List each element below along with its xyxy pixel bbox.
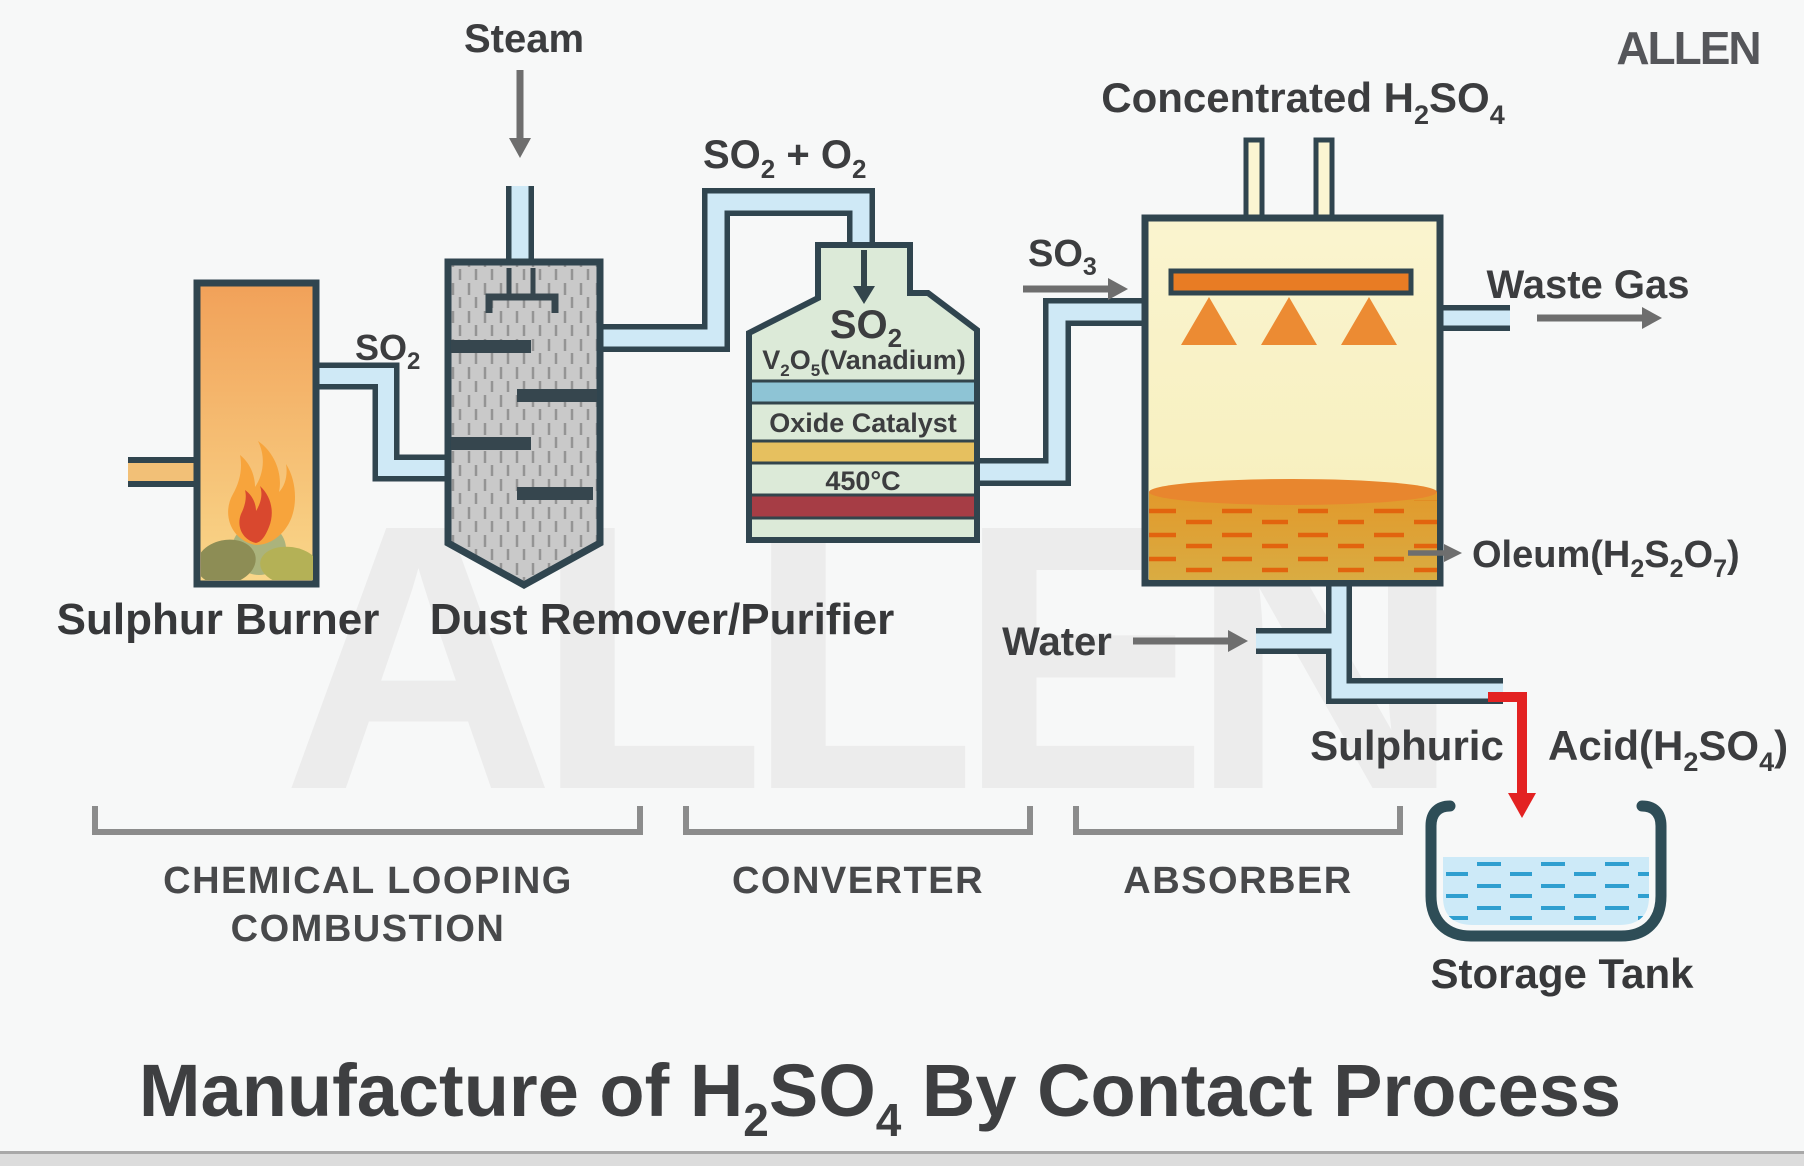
sulphur-burner-label: Sulphur Burner: [57, 595, 380, 644]
converter-so2-label: SO2: [830, 303, 902, 353]
rock: [260, 546, 313, 580]
acid-red-arrow: [1488, 692, 1527, 793]
converter-body-outline: [746, 242, 980, 543]
concentrated-h2so4-label: Concentrated H2SO4: [1101, 74, 1504, 130]
purifier-dust-pattern: [448, 262, 600, 585]
spray-cone: [1261, 297, 1317, 345]
so3-pipe: [972, 303, 1152, 481]
spray-cone: [1341, 297, 1397, 345]
spray-cone: [1181, 297, 1237, 345]
pipes-fill: [128, 186, 1510, 699]
catalyst-blue-band: [749, 379, 977, 405]
waste-gas-label: Waste Gas: [1486, 263, 1689, 307]
oleum-label: Oleum(H2S2O7): [1472, 534, 1740, 583]
steam-label: Steam: [464, 17, 584, 61]
footer-divider-line: [0, 1151, 1804, 1154]
rock: [201, 539, 256, 580]
waste-gas-arrowhead: [1642, 307, 1662, 329]
footer-bar: [0, 1154, 1804, 1166]
sulphuric-label: Sulphuric: [1310, 722, 1504, 769]
acid-label: Acid(H2SO4): [1548, 722, 1788, 777]
acid-outlet-pipe: [1331, 580, 1503, 699]
temperature-label: 450°C: [825, 466, 900, 496]
steam-spreader: [485, 268, 559, 313]
baffle: [451, 340, 531, 353]
flame-inner: [239, 486, 272, 543]
oleum-arrowhead: [1444, 544, 1462, 562]
purifier-baffles: [451, 340, 597, 500]
catalyst-red-band: [749, 493, 977, 520]
converter-inlet-arrowhead: [853, 286, 875, 304]
acid-red-arrowhead: [1508, 793, 1536, 818]
water-label: Water: [1002, 620, 1112, 664]
so3-label: SO3: [1028, 233, 1097, 281]
absorber-vessel: [1141, 137, 1444, 587]
stage-converter: CONVERTER: [732, 860, 984, 902]
stage-brackets: [92, 806, 1403, 835]
water-arrowhead: [1228, 630, 1248, 652]
page-title: Manufacture of H2SO4 By Contact Process: [139, 1049, 1621, 1146]
dust-remover-label: Dust Remover/Purifier: [430, 595, 895, 644]
converter-bracket: [683, 806, 1033, 835]
converter-catalyst-label: V2O5(Vanadium): [762, 345, 966, 380]
purifier-vessel-outline: [444, 258, 604, 589]
dust-remover: [444, 258, 604, 589]
absorber-bracket: [1073, 806, 1403, 835]
baffle: [451, 437, 531, 450]
storage-tank-label: Storage Tank: [1431, 950, 1695, 997]
so2-label: SO2: [355, 327, 420, 375]
combustion-bracket: [92, 806, 643, 835]
oxide-catalyst-label: Oxide Catalyst: [769, 408, 957, 438]
stage-combustion-line2: COMBUSTION: [231, 908, 506, 950]
baffle: [517, 487, 593, 500]
sulphur-burner: [193, 279, 320, 588]
oleum-liquid-dashes: [1149, 500, 1437, 580]
so3-arrowhead: [1108, 278, 1128, 300]
so2-o2-label: SO2 + O2: [703, 133, 866, 184]
tank-liquid-dashes: [1443, 857, 1649, 925]
so2-o2-pipe: [592, 193, 870, 347]
stage-combustion-line1: CHEMICAL LOOPING: [163, 860, 573, 902]
catalyst-yellow-band: [749, 439, 977, 465]
converter-vessel: SO2 V2O5(Vanadium) Oxide Catalyst 450°C: [746, 242, 980, 543]
allen-logo: ALLEN: [1616, 22, 1759, 74]
tank-outline: [1425, 800, 1667, 942]
spray-cones: [1181, 297, 1397, 345]
oleum-liquid-surface: [1149, 479, 1437, 505]
sprayer-bar: [1168, 268, 1414, 296]
storage-tank: [1425, 800, 1667, 942]
stage-absorber: ABSORBER: [1123, 860, 1352, 902]
steam-arrowhead: [509, 138, 531, 158]
baffle: [517, 389, 597, 402]
flow-arrows: [509, 70, 1662, 818]
so2-pipe: [313, 368, 456, 476]
